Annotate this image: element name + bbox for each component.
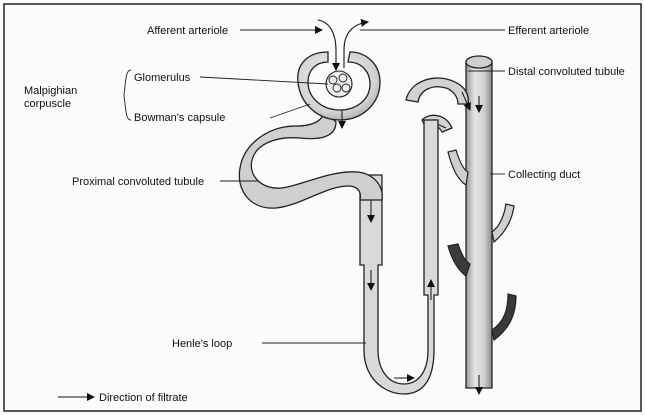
legend-label: Direction of filtrate	[99, 392, 188, 404]
label-corpuscle: corpuscle	[24, 98, 71, 110]
collecting-duct	[448, 56, 516, 394]
henles-loop	[360, 120, 438, 394]
label-proximal-convoluted-tubule: Proximal convoluted tubule	[72, 176, 204, 188]
legend: Direction of filtrate	[58, 392, 188, 404]
label-henles-loop: Henle's loop	[172, 338, 232, 350]
label-efferent-arteriole: Efferent arteriole	[508, 25, 589, 37]
label-afferent-arteriole: Afferent arteriole	[147, 25, 228, 37]
glomerulus	[326, 71, 352, 97]
label-distal-convoluted-tubule: Distal convoluted tubule	[508, 66, 625, 78]
label-bowmans-capsule: Bowman's capsule	[134, 112, 225, 124]
proximal-convoluted-tubule	[239, 110, 382, 208]
label-collecting-duct: Collecting duct	[508, 169, 580, 181]
label-malpighian: Malpighian	[24, 85, 77, 97]
label-glomerulus: Glomerulus	[134, 72, 191, 84]
